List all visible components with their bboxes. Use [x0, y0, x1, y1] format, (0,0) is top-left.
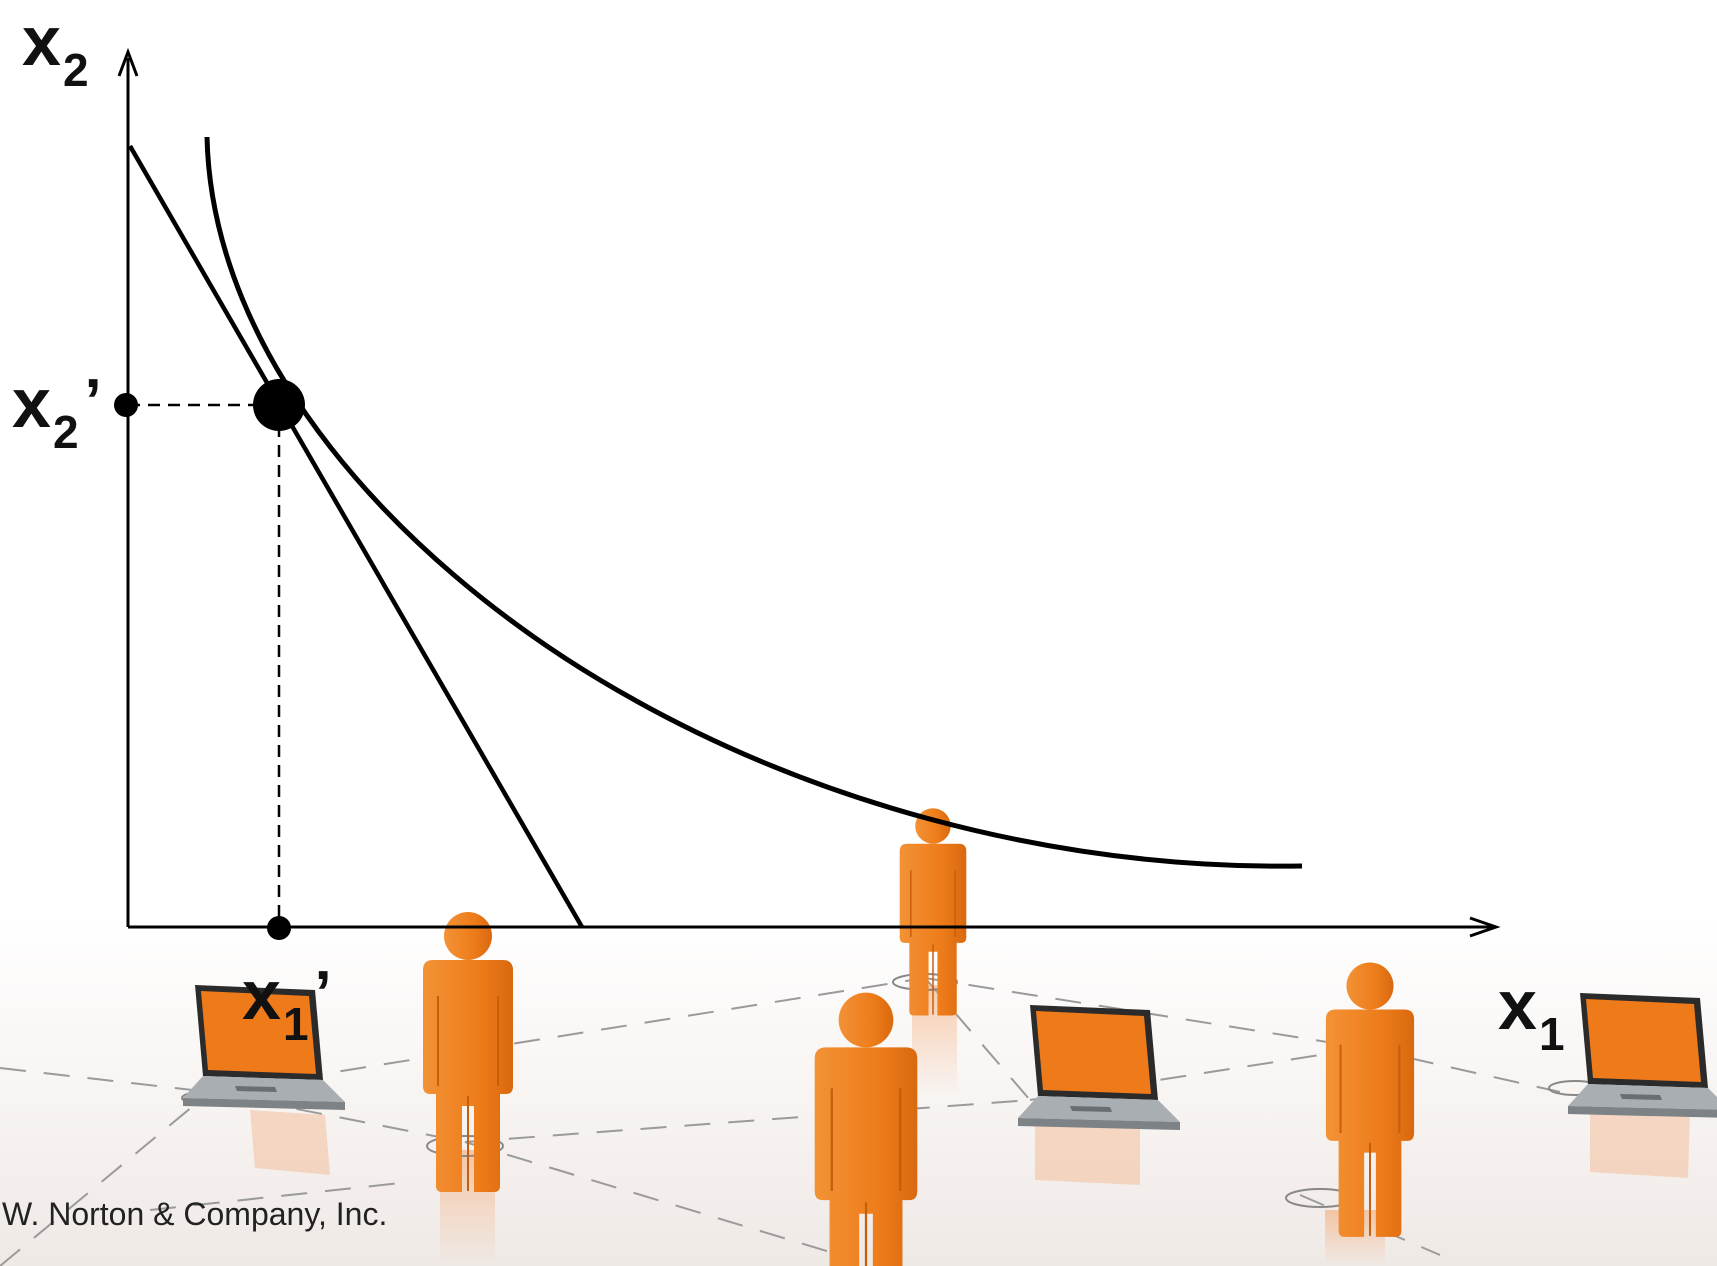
budget-line: [128, 144, 584, 929]
y-axis-marker: [114, 393, 138, 417]
y-axis-label: x2: [22, 2, 89, 96]
copyright-text: W. Norton & Company, Inc.: [2, 1196, 388, 1232]
x-axis-marker: [267, 916, 291, 940]
optimal-point: [253, 379, 305, 431]
x2-prime-label: x2’: [12, 364, 102, 458]
x-axis-label: x1: [1498, 966, 1565, 1060]
guide-lines: [128, 403, 281, 927]
indifference-curve: [204, 136, 1303, 869]
laptop-right: [1568, 993, 1717, 1118]
x-axis-arrow: [1469, 916, 1501, 938]
x1-prime-label: x1’: [242, 956, 332, 1050]
axes: [117, 47, 1501, 938]
person-back: [898, 807, 968, 1017]
y-axis-arrow: [117, 47, 139, 77]
